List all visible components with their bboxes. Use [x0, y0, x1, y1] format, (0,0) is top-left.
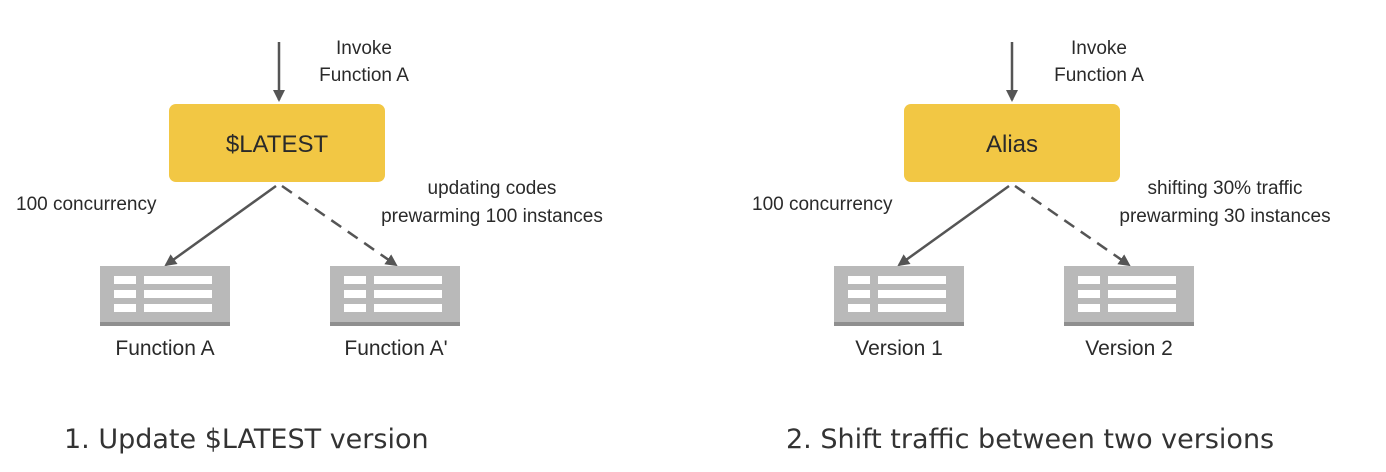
- edge-note-line2: prewarming 30 instances: [1119, 206, 1330, 227]
- invoke-label-line2: Function A: [319, 65, 409, 86]
- latest-box: [169, 104, 385, 182]
- concurrency-label: 100 concurrency: [16, 194, 157, 215]
- edge-note-line2: prewarming 100 instances: [381, 206, 603, 227]
- left-diagram: Invoke Function A $LATEST 100 concurrenc…: [16, 38, 603, 455]
- right-diagram: Invoke Function A Alias 100 concurrency …: [752, 38, 1331, 455]
- server-icon: [100, 266, 230, 326]
- node-label: Function A: [115, 337, 214, 360]
- latest-box-label: $LATEST: [226, 131, 329, 158]
- concurrency-label: 100 concurrency: [752, 194, 893, 215]
- edge-note-line1: shifting 30% traffic: [1148, 178, 1303, 199]
- dashed-edge-arrow: [1014, 184, 1131, 267]
- server-icon: [1064, 266, 1194, 326]
- invoke-label-line1: Invoke: [1071, 38, 1127, 59]
- alias-box: [904, 104, 1120, 182]
- edge-note-line1: updating codes: [428, 178, 557, 199]
- node-label: Version 1: [855, 337, 943, 360]
- diagram-caption: 2. Shift traffic between two versions: [786, 424, 1274, 455]
- server-icon: [330, 266, 460, 326]
- solid-edge-arrow: [897, 184, 1010, 267]
- node-label: Version 2: [1085, 337, 1173, 360]
- solid-edge-arrow: [164, 184, 277, 267]
- alias-box-label: Alias: [986, 131, 1038, 158]
- invoke-label-line1: Invoke: [336, 38, 392, 59]
- server-icon: [834, 266, 964, 326]
- node-label: Function A': [344, 337, 447, 360]
- invoke-label-line2: Function A: [1054, 65, 1144, 86]
- diagram-caption: 1. Update $LATEST version: [64, 424, 429, 455]
- dashed-edge-arrow: [281, 184, 398, 267]
